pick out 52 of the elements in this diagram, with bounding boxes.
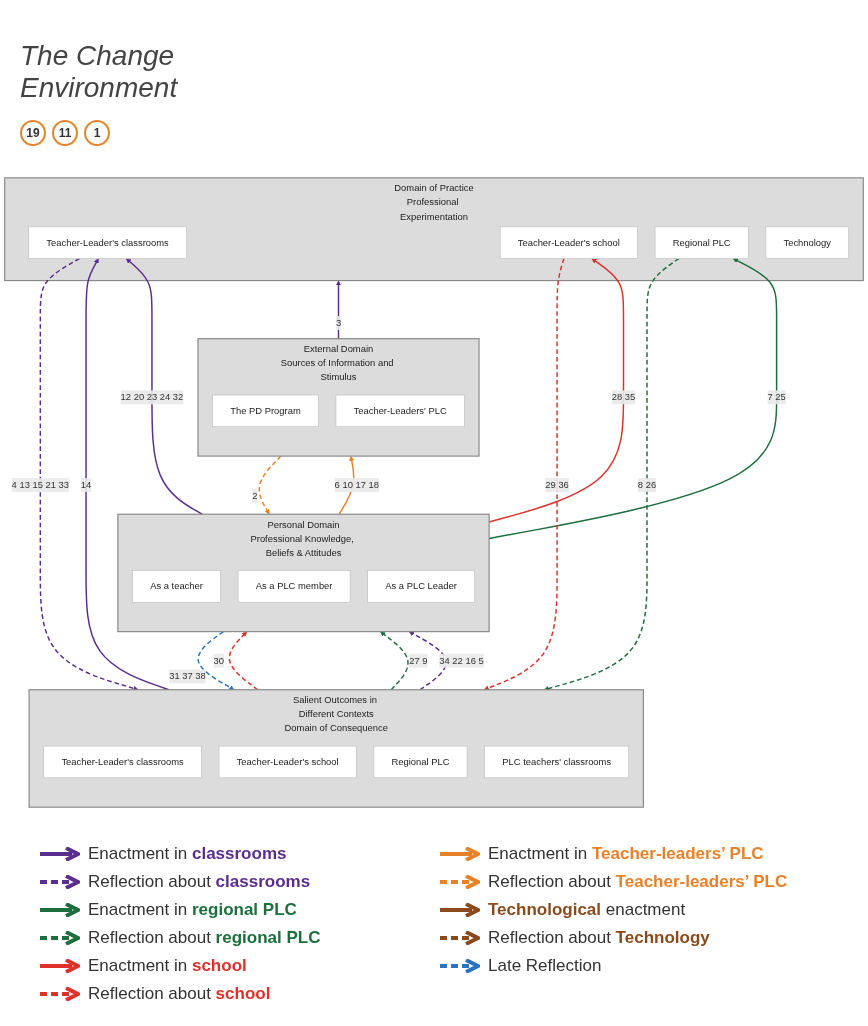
arrow [408,631,447,691]
edge-label: 12 20 23 24 32 [120,392,184,403]
legend-text: Technological enactment [488,900,686,920]
arrow [543,257,680,691]
legend-text: Reflection about classrooms [88,872,311,892]
edge-label: 28 35 [611,392,636,403]
arrow [197,630,235,690]
arrow [483,257,565,691]
node-box: Regional PLC [654,226,749,259]
callout-number: 1 [84,120,110,146]
edge-label: 6 10 17 18 [334,479,379,490]
edge-label: 14 [80,479,92,490]
edge-label: 27 9 [409,655,428,666]
edge-label: 31 37 38 [169,671,206,682]
node-box: PLC teachers' classrooms [484,745,629,779]
node-box: Regional PLC [373,745,468,779]
node-box: The PD Program [212,394,319,428]
legend-text: Enactment in regional PLC [88,900,297,920]
edge-label: 29 36 [545,479,569,490]
callout-number: 11 [52,120,78,146]
edge-label: 2 [252,490,258,501]
arrow [125,258,203,515]
arrow [39,257,139,691]
node-box: Teacher-Leader's school [499,226,638,259]
arrow [258,455,282,515]
edge-label: 3 [335,317,342,328]
arrow [335,280,342,340]
node-box: Technology [765,226,849,259]
arrow [228,631,259,691]
arrow [380,631,409,691]
edge-label: 34 22 16 5 [439,655,484,666]
legend-text: Reflection about Technology [488,928,710,948]
legend-text: Reflection about Teacher-leaders’ PLC [488,872,788,892]
node-box: As a PLC Leader [367,570,475,603]
legend-text: Enactment in school [88,956,247,976]
edge-label: 4 13 15 21 33 [11,479,70,490]
legend-text: Reflection about regional PLC [88,928,321,948]
node-box: Teacher-Leader's classrooms [28,226,187,259]
legend-text: Late Reflection [488,956,602,976]
diagram-title: The Change Environment [20,40,179,104]
edge-label: 8 26 [637,479,657,490]
legend-text: Reflection about school [88,984,271,1004]
legend-text: Enactment in Teacher-leaders’ PLC [488,844,764,864]
edge-label: 7 25 [767,392,786,403]
edge-label: 30 [213,655,225,666]
callout-number: 19 [20,120,46,146]
node-box: As a PLC member [237,570,351,603]
node-box: As a teacher [132,570,221,603]
legend-text: Enactment in classrooms [88,844,287,864]
node-box: Teacher-Leaders' PLC [335,394,465,428]
node-box: Teacher-Leader's school [218,745,357,779]
node-box: Teacher-Leader's classrooms [43,745,202,779]
